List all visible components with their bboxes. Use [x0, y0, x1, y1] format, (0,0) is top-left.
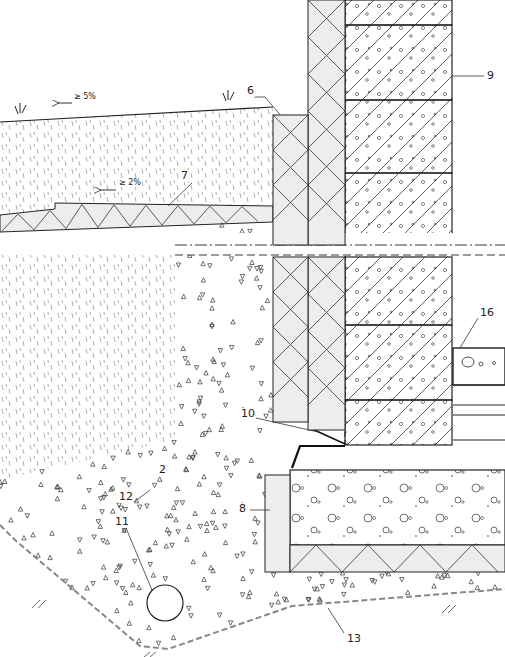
callout-number: 2 — [158, 464, 167, 476]
membrane — [292, 446, 345, 468]
insulation-board — [0, 203, 273, 232]
callout-number: 9 — [486, 70, 495, 82]
perimeter-insulation — [273, 0, 345, 430]
masonry-wall — [345, 0, 452, 445]
insulation-layer — [290, 545, 505, 572]
gravel — [0, 223, 497, 646]
footing — [290, 470, 505, 545]
callout-number: 7 — [180, 170, 189, 182]
slope-label: ≥ 2% — [118, 178, 142, 187]
footing-insulation — [265, 475, 290, 572]
callout-number: 12 — [118, 491, 134, 503]
callout-number: 13 — [346, 633, 362, 645]
callout-number: 16 — [479, 307, 495, 319]
soil — [0, 107, 273, 213]
callout-number: 6 — [246, 85, 255, 97]
callout-number: 10 — [240, 408, 256, 420]
slab-element — [453, 348, 505, 385]
grass — [15, 90, 234, 114]
callout-number: 11 — [114, 516, 130, 528]
slope-label: ≥ 5% — [73, 92, 97, 101]
callout-number: 8 — [238, 503, 247, 515]
soil — [0, 255, 175, 480]
drain-pipe — [147, 585, 183, 621]
